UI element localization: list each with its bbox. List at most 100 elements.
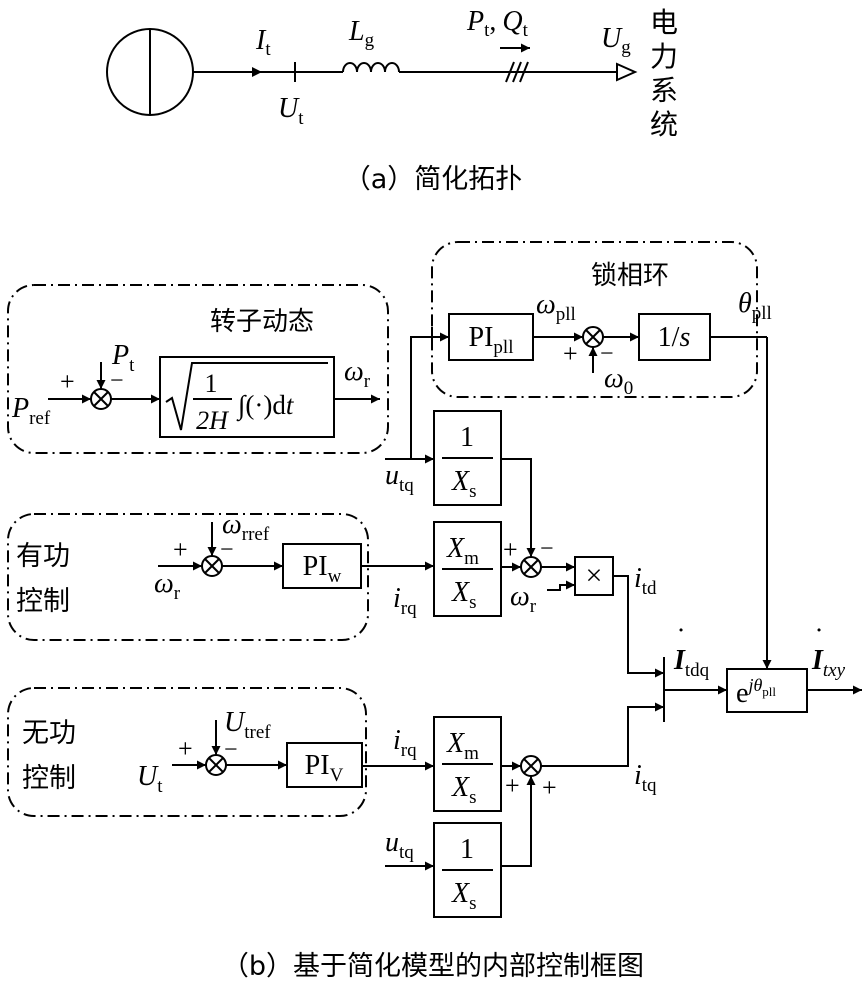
control-diagram: 转子动态 Pref + Pt − 1 2H ∫(·)dt ωr 锁 bbox=[7, 241, 862, 982]
ut-input-label: Ut bbox=[137, 761, 163, 797]
pll-frame bbox=[431, 241, 758, 398]
itd-line bbox=[613, 575, 664, 678]
reactive-plus-sign: + bbox=[178, 734, 193, 763]
power-label: Pt,Qt bbox=[466, 6, 529, 41]
active-control-title-1: 有功 bbox=[16, 541, 70, 572]
active-control-frame bbox=[7, 513, 369, 641]
utq-routing: utq 1 Xs bbox=[385, 327, 536, 557]
svg-text:力: 力 bbox=[650, 40, 678, 73]
integral-expression: ∫(·)dt bbox=[236, 390, 295, 422]
svg-text:系: 系 bbox=[650, 74, 678, 107]
pll-title: 锁相环 bbox=[591, 261, 669, 291]
omega-pll-label: ωpll bbox=[536, 289, 576, 325]
rotor-dynamics-frame bbox=[7, 284, 389, 454]
active-control-title-2: 控制 bbox=[16, 586, 70, 617]
pi-pll-block bbox=[448, 313, 534, 361]
iq-sum-plus-right: + bbox=[542, 773, 557, 802]
itdq-dot: ˙ bbox=[676, 622, 686, 655]
omega-r-mult-arrow bbox=[547, 580, 575, 591]
terminal-voltage-label: Ut bbox=[278, 93, 304, 129]
active-minus-sign: − bbox=[220, 537, 234, 563]
multiplier-symbol: × bbox=[586, 559, 603, 592]
inv-xs-bottom-denominator: Xs bbox=[451, 878, 477, 914]
rotor-dynamics-title: 转子动态 bbox=[210, 307, 314, 337]
current-label: It bbox=[255, 25, 271, 60]
iq-sum-plus-left: + bbox=[505, 771, 520, 800]
pi-pll-label: PIpll bbox=[469, 322, 514, 358]
rotation-label: ejθpll bbox=[736, 675, 776, 709]
inv-xs-top-output bbox=[501, 458, 536, 557]
irq-reactive-label: irq bbox=[393, 725, 417, 761]
pref-label: Pref bbox=[11, 393, 51, 429]
swing-equation-block bbox=[159, 356, 335, 438]
active-plus-sign: + bbox=[173, 535, 188, 564]
reactive-control-frame bbox=[7, 687, 367, 817]
itxy-dot: ˙ bbox=[814, 622, 824, 655]
pll-block: 锁相环 PIpll ωpll + − ω0 1/s θpll bbox=[431, 241, 772, 399]
isum-plus-sign: + bbox=[503, 535, 518, 564]
id-sum-junction bbox=[520, 556, 542, 578]
inv-xs-bottom-numerator: 1 bbox=[460, 834, 474, 865]
current-arrow bbox=[252, 67, 262, 77]
reactive-sum-junction bbox=[205, 754, 227, 776]
utq-to-pll-line bbox=[410, 332, 449, 459]
pll-plus-sign: + bbox=[563, 339, 578, 368]
utq-label-bottom: utq bbox=[385, 827, 414, 863]
reactive-minus-sign: − bbox=[224, 737, 238, 763]
reactive-control-title-1: 无功 bbox=[22, 718, 76, 749]
svg-text:电: 电 bbox=[650, 6, 678, 39]
itq-line bbox=[541, 702, 664, 767]
inv-xs-top-numerator: 1 bbox=[460, 422, 474, 453]
utq-label-top: utq bbox=[385, 460, 414, 496]
pt-label: Pt bbox=[111, 340, 135, 376]
caption-a: （a）简化拓扑 bbox=[344, 164, 523, 195]
active-sum-junction bbox=[201, 555, 223, 577]
omega-r-output-label: ωr bbox=[344, 356, 371, 392]
inv-xs-top-denominator: Xs bbox=[451, 466, 477, 502]
itq-label: itq bbox=[634, 760, 657, 796]
rotor-sum-junction bbox=[90, 388, 112, 410]
pi-w-label: PIw bbox=[303, 551, 342, 587]
xs-reactive-denominator: Xs bbox=[451, 772, 477, 808]
omega-r-mult-label: ωr bbox=[510, 581, 537, 617]
pll-minus-sign: − bbox=[600, 341, 614, 367]
grid-bus-triangle bbox=[616, 62, 638, 82]
rotation-block bbox=[726, 668, 808, 713]
rotor-dynamics-block: 转子动态 Pref + Pt − 1 2H ∫(·)dt ωr bbox=[7, 284, 389, 454]
inductor-label: Lg bbox=[348, 16, 375, 51]
sqrt-denominator: 2H bbox=[196, 406, 229, 435]
integrator-label: 1/s bbox=[658, 322, 691, 353]
rotor-plus-sign: + bbox=[60, 367, 75, 396]
sqrt-symbol bbox=[165, 362, 328, 431]
pi-w-block bbox=[282, 543, 362, 589]
xm-active-numerator: Xm bbox=[446, 533, 479, 569]
reactive-power-control: 无功 控制 + Ut Utref − PIV irq Xm Xs bbox=[7, 687, 664, 918]
omega0-label: ω0 bbox=[604, 363, 633, 399]
itxy-label: Itxy bbox=[811, 645, 846, 681]
topology-section: It Ut Lg Pt,Qt Ug 电 力 系 统 （a）简化拓扑 bbox=[106, 6, 678, 195]
active-power-control: 有功 控制 + ωr ωrref − PIw irq Xm Xs + − bbox=[7, 509, 664, 678]
inductor-coil bbox=[342, 62, 400, 73]
pi-v-label: PIV bbox=[305, 750, 344, 786]
omega-r-input-label: ωr bbox=[154, 568, 181, 604]
output-section: Itdq ˙ ejθpll Itxy ˙ bbox=[663, 337, 862, 722]
omega-rref-label: ωrref bbox=[222, 509, 270, 545]
reactive-control-title-2: 控制 bbox=[22, 763, 76, 794]
sqrt-numerator: 1 bbox=[205, 369, 218, 398]
inv-xs-bottom-output bbox=[501, 776, 536, 867]
utref-label: Utref bbox=[224, 707, 271, 743]
rotor-minus-sign: − bbox=[110, 368, 124, 394]
theta-pll-label: θpll bbox=[738, 288, 772, 324]
pi-v-block bbox=[286, 742, 363, 788]
xs-active-denominator: Xs bbox=[451, 577, 477, 613]
itdq-label: Itdq bbox=[673, 645, 710, 681]
xm-reactive-numerator: Xm bbox=[446, 728, 479, 764]
irq-active-label: irq bbox=[393, 583, 417, 619]
svg-text:统: 统 bbox=[650, 108, 678, 141]
iq-sum-junction bbox=[520, 755, 542, 777]
power-system-label: 电 力 系 统 bbox=[650, 6, 678, 141]
power-flow-hatch bbox=[505, 61, 529, 83]
grid-voltage-label: Ug bbox=[601, 23, 631, 58]
itd-label: itd bbox=[634, 563, 657, 599]
